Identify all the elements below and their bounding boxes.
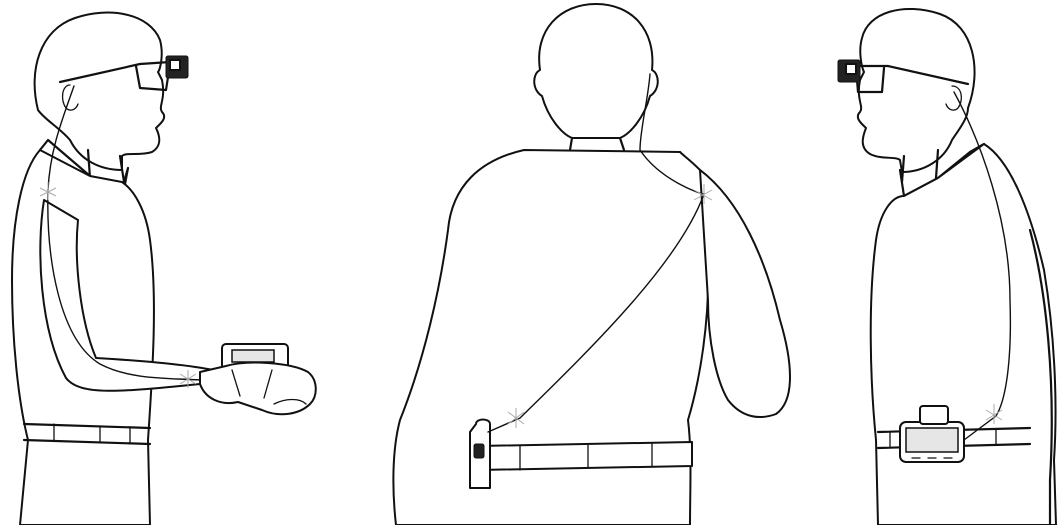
belt-back <box>478 442 692 470</box>
hand <box>200 363 316 415</box>
figure-hand-held <box>12 13 316 525</box>
torso-right <box>871 144 1056 525</box>
figure-belt-front <box>838 9 1056 525</box>
arm-right <box>700 170 790 417</box>
figure-belt-clip-back <box>393 4 790 525</box>
head-back <box>534 4 658 138</box>
head-outline-right <box>858 9 975 172</box>
